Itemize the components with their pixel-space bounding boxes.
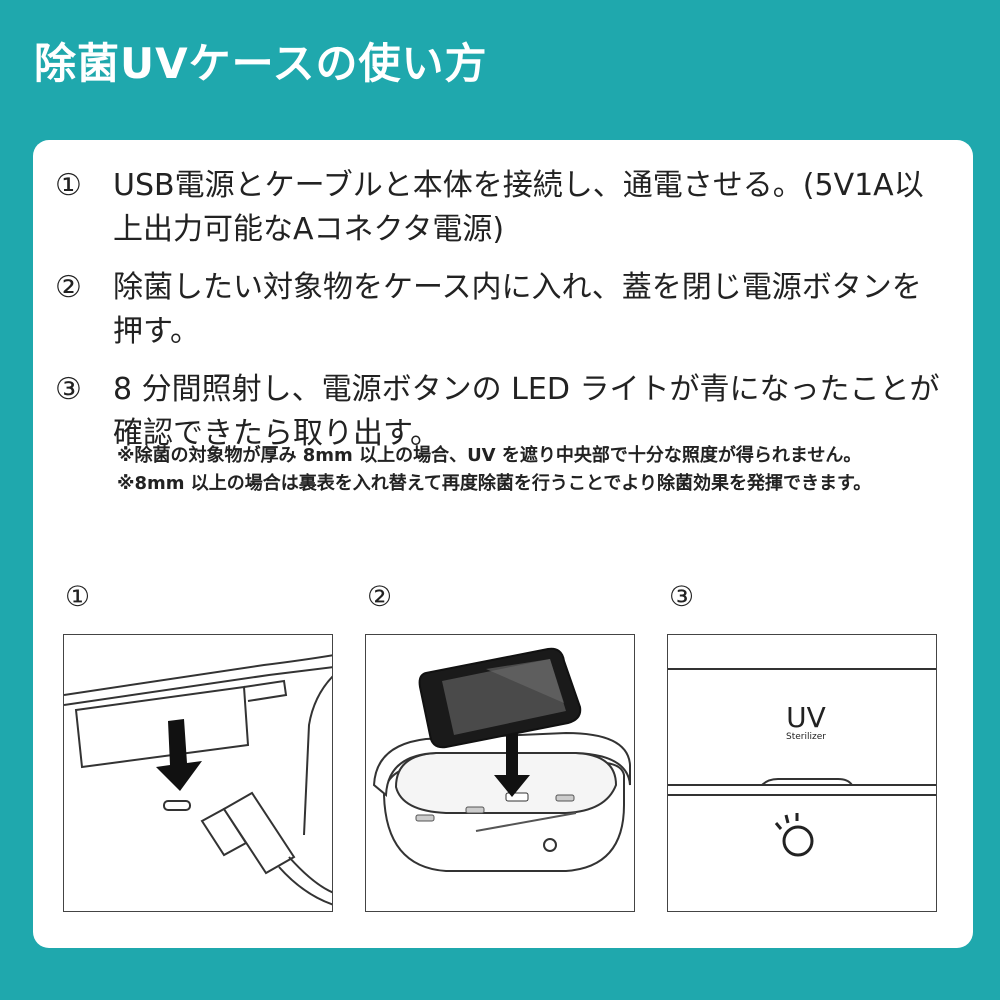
panel-label-2: ② <box>367 580 393 613</box>
illustration-panel-2 <box>365 634 635 912</box>
logo-subtext: Sterilizer <box>786 732 826 742</box>
panel-label-1: ① <box>65 580 91 613</box>
note-list: ※除菌の対象物が厚み 8mm 以上の場合、UV を遮り中央部で十分な照度が得られ… <box>117 444 967 500</box>
step-item: ② 除菌したい対象物をケース内に入れ、蓋を閉じ電源ボタンを押す。 <box>55 266 955 354</box>
step-number: ③ <box>55 372 82 407</box>
step-text: 除菌したい対象物をケース内に入れ、蓋を閉じ電源ボタンを押す。 <box>113 270 922 349</box>
panel-label-3: ③ <box>669 580 695 613</box>
step-number: ② <box>55 270 82 305</box>
note-text: ※8mm 以上の場合は裏表を入れ替えて再度除菌を行うことでより除菌効果を発揮でき… <box>117 473 872 494</box>
open-case-icon <box>372 731 631 872</box>
usb-port-icon <box>64 654 332 836</box>
usb-cable-icon <box>200 791 332 906</box>
step-list: ① USB電源とケーブルと本体を接続し、通電させる。(5V1A以上出力可能なAコ… <box>55 164 955 470</box>
arrow-down-icon <box>156 719 202 791</box>
instruction-card: ① USB電源とケーブルと本体を接続し、通電させる。(5V1A以上出力可能なAコ… <box>33 140 973 948</box>
logo-text: UV <box>786 701 826 734</box>
step-item: ① USB電源とケーブルと本体を接続し、通電させる。(5V1A以上出力可能なAコ… <box>55 164 955 252</box>
closed-case-icon <box>668 668 936 796</box>
step-number: ① <box>55 168 82 203</box>
step-text: 8 分間照射し、電源ボタンの LED ライトが青になったことが確認できたら取り出… <box>113 372 940 451</box>
illustration-panel-3: UV Sterilizer <box>667 634 937 912</box>
page-title: 除菌UVケースの使い方 <box>34 39 488 88</box>
arrow-down-icon <box>494 731 530 797</box>
step-text: USB電源とケーブルと本体を接続し、通電させる。(5V1A以上出力可能なAコネク… <box>113 168 924 247</box>
note-text: ※除菌の対象物が厚み 8mm 以上の場合、UV を遮り中央部で十分な照度が得られ… <box>117 445 862 466</box>
step-item: ③ 8 分間照射し、電源ボタンの LED ライトが青になったことが確認できたら取… <box>55 368 955 456</box>
power-button-icon <box>774 813 814 857</box>
illustration-panel-1 <box>63 634 333 912</box>
smartphone-icon <box>418 647 582 749</box>
